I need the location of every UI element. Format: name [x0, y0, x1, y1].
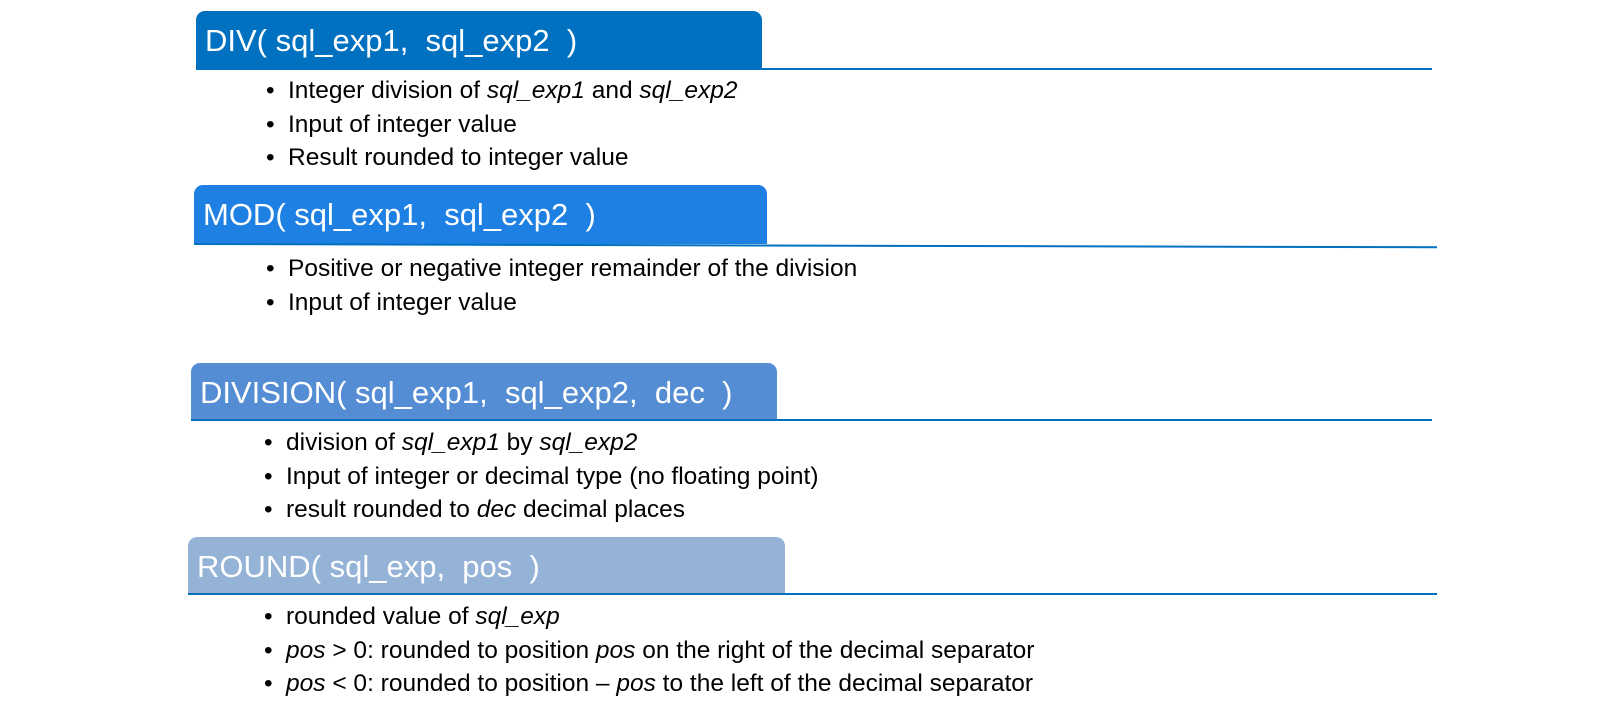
- bullet-text: Input of integer or decimal type (no flo…: [286, 462, 819, 490]
- bullet-dot: •: [264, 603, 273, 630]
- bullet-text: and: [584, 77, 640, 104]
- bullet-text-italic: sql_exp1: [486, 77, 585, 104]
- bullet-text: Input of integer value: [288, 288, 517, 316]
- bullet-dot: •: [264, 429, 273, 456]
- bullet-text-italic: pos: [286, 670, 326, 697]
- mod-description-list: • Positive or negative integer remainder …: [266, 252, 857, 319]
- bullet-text-italic: sql_exp2: [539, 429, 638, 456]
- bullet-item: • result rounded to dec decimal places: [264, 493, 819, 527]
- bullet-dot: •: [264, 670, 273, 697]
- bullet-item: • division of sql_exp1 by sql_exp2: [264, 426, 819, 460]
- bullet-text-italic: pos: [595, 636, 636, 664]
- bullet-item: • Input of integer or decimal type (no fl…: [264, 460, 819, 494]
- bullet-dot: •: [266, 288, 275, 316]
- bullet-text: to the left of the decimal separator: [655, 670, 1034, 697]
- round-header-rule: [188, 593, 1437, 595]
- mod-header-rule: [193, 243, 1437, 249]
- bullet-dot: •: [266, 110, 275, 138]
- division-function-header: DIVISION( sql_exp1, sql_exp2, dec ): [191, 363, 777, 421]
- bullet-text: Input of integer value: [288, 110, 517, 138]
- div-header-rule: [196, 68, 1432, 70]
- bullet-item: • Input of integer value: [266, 286, 857, 320]
- bullet-text: > 0: rounded to position: [325, 636, 596, 664]
- bullet-item: • Input of integer value: [266, 108, 738, 142]
- div-function-header: DIV( sql_exp1, sql_exp2 ): [196, 11, 762, 70]
- round-function-header: ROUND( sql_exp, pos ): [188, 537, 785, 595]
- bullet-text-italic: sql_exp2: [639, 77, 738, 104]
- bullet-text: by: [499, 429, 540, 456]
- bullet-item: • Integer division of sql_exp1 and sql_ex…: [266, 74, 738, 108]
- bullet-dot: •: [264, 462, 273, 490]
- bullet-text-italic: sql_exp: [475, 603, 560, 630]
- bullet-dot: •: [264, 636, 273, 664]
- bullet-text-italic: sql_exp1: [401, 429, 500, 456]
- bullet-dot: •: [266, 255, 275, 282]
- bullet-text: on the right of the decimal separator: [635, 636, 1035, 664]
- bullet-text: Result rounded to integer value: [288, 144, 629, 171]
- bullet-text-italic: dec: [476, 496, 517, 523]
- bullet-text: rounded value of: [286, 603, 476, 630]
- div-description-list: • Integer division of sql_exp1 and sql_ex…: [266, 74, 738, 175]
- bullet-text: Positive or negative integer remainder o…: [288, 255, 858, 282]
- bullet-item: • rounded value of sql_exp: [264, 600, 1034, 634]
- bullet-dot: •: [266, 77, 275, 104]
- division-description-list: • division of sql_exp1 by sql_exp2 • Input …: [264, 426, 819, 527]
- bullet-item: • Positive or negative integer remainder …: [266, 252, 857, 286]
- bullet-text: < 0: rounded to position –: [325, 670, 617, 697]
- bullet-dot: •: [264, 496, 273, 523]
- bullet-item: • pos < 0: rounded to position – pos to t…: [264, 667, 1034, 701]
- division-header-rule: [191, 419, 1432, 421]
- bullet-item: • pos > 0: rounded to position pos on the…: [264, 634, 1034, 668]
- bullet-text-italic: pos: [286, 636, 326, 664]
- bullet-text: decimal places: [516, 496, 686, 523]
- bullet-dot: •: [266, 144, 275, 171]
- bullet-text-italic: pos: [616, 670, 656, 697]
- bullet-text: result rounded to: [286, 496, 477, 523]
- bullet-text: division of: [286, 429, 402, 456]
- mod-function-header: MOD( sql_exp1, sql_exp2 ): [194, 185, 767, 244]
- round-description-list: • rounded value of sql_exp • pos > 0: round…: [264, 600, 1034, 701]
- bullet-text: Integer division of: [288, 77, 487, 104]
- bullet-item: • Result rounded to integer value: [266, 141, 738, 175]
